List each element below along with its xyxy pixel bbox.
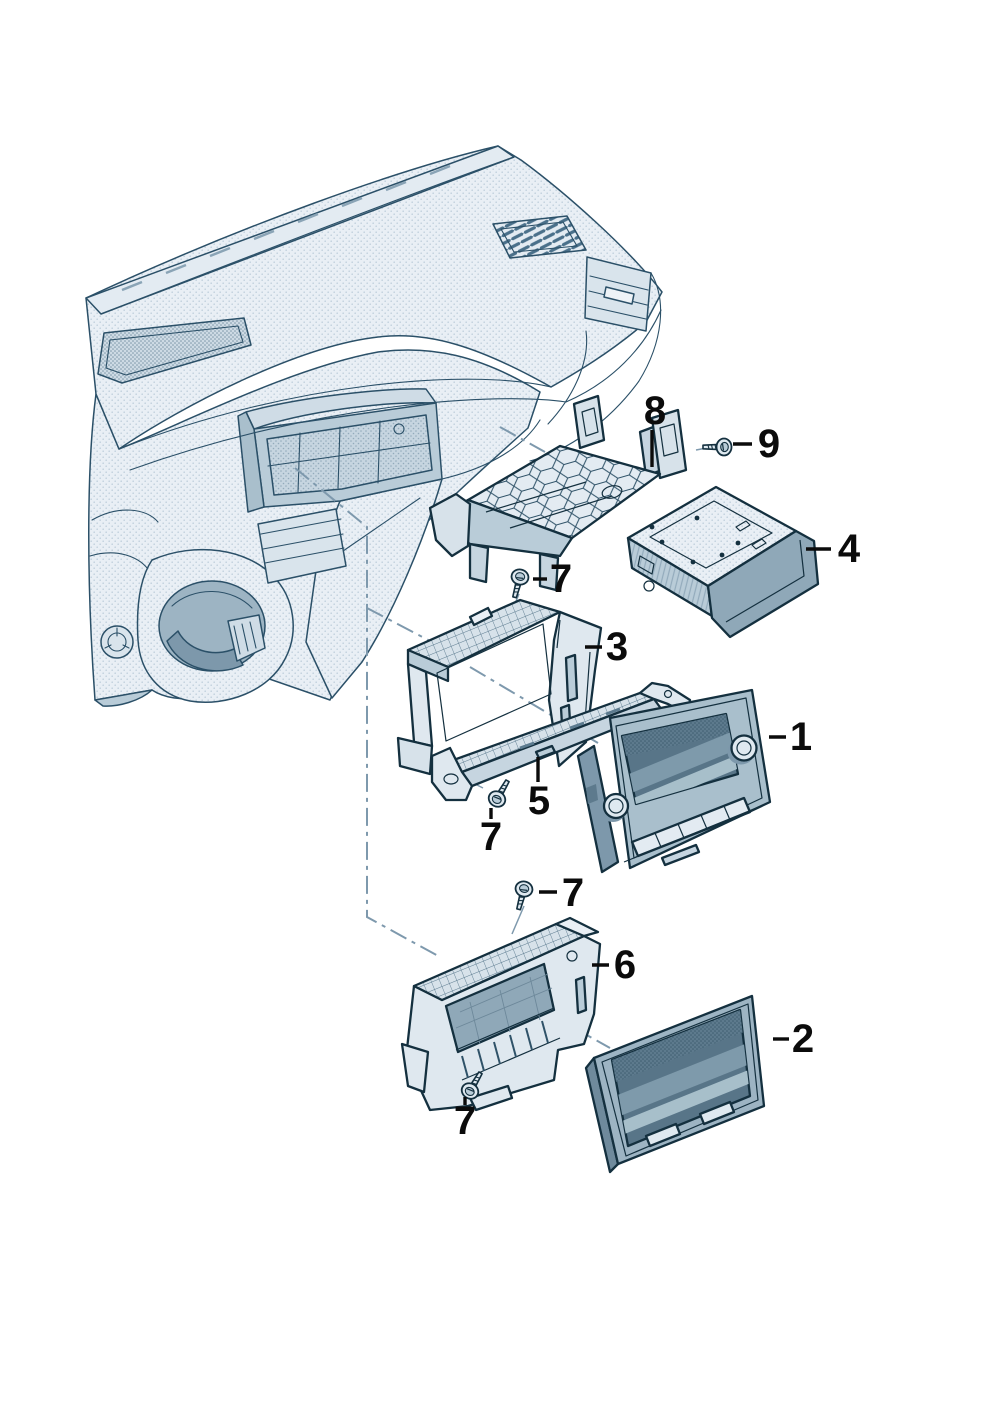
- part-number-label: 7: [454, 1099, 476, 1143]
- callout-7: 7: [480, 808, 502, 859]
- screw-icon: [509, 878, 536, 913]
- screw-icon: [702, 437, 733, 457]
- part-number-label: 7: [480, 815, 502, 859]
- part-number-label: 8: [644, 389, 666, 433]
- callout-9: 9: [733, 422, 780, 466]
- part-1-radio-unit: [576, 688, 772, 874]
- radio-aperture: [237, 388, 443, 513]
- part-number-label: 7: [562, 871, 584, 915]
- part-number-label: 1: [790, 715, 812, 759]
- dashboard-illustration: [85, 145, 663, 707]
- center-air-vent: [257, 508, 347, 584]
- callout-4: 4: [806, 527, 861, 571]
- callout-8: 8: [644, 389, 666, 467]
- axis-leader-line: [366, 607, 431, 642]
- light-switch-bezel: [100, 625, 134, 659]
- part-6-stowage-frame: [400, 916, 602, 1112]
- callout-3: 3: [585, 625, 628, 669]
- part-number-label: 7: [550, 557, 572, 601]
- lower-trim-ribs: [227, 614, 266, 662]
- callout-2: 2: [773, 1017, 814, 1061]
- callout-7: 7: [454, 1097, 476, 1143]
- speaker-grille: [97, 317, 252, 384]
- part-number-label: 4: [838, 527, 861, 571]
- part-8-mounting-cage: [428, 394, 688, 592]
- axis-leader-line: [294, 467, 441, 958]
- axis-leader-line: [499, 426, 546, 453]
- callout-7: 7: [533, 557, 572, 601]
- callout-7: 7: [539, 871, 584, 915]
- part-number-label: 6: [614, 943, 636, 987]
- screw-icon: [484, 775, 516, 811]
- part-number-label: 5: [528, 779, 550, 823]
- right-air-vent: [584, 256, 652, 332]
- part-4-radio-box: [626, 485, 820, 639]
- axis-leader-line: [469, 666, 599, 744]
- part-number-label: 3: [606, 625, 628, 669]
- part-2-display-unit: [584, 994, 766, 1174]
- part-number-label: 2: [792, 1017, 814, 1061]
- defroster-slots: [121, 164, 451, 292]
- part-number-label: 9: [758, 422, 780, 466]
- callout-6: 6: [592, 943, 636, 987]
- screw-guide-line: [511, 905, 525, 935]
- callout-5: 5: [528, 757, 550, 823]
- callout-1: 1: [769, 715, 812, 759]
